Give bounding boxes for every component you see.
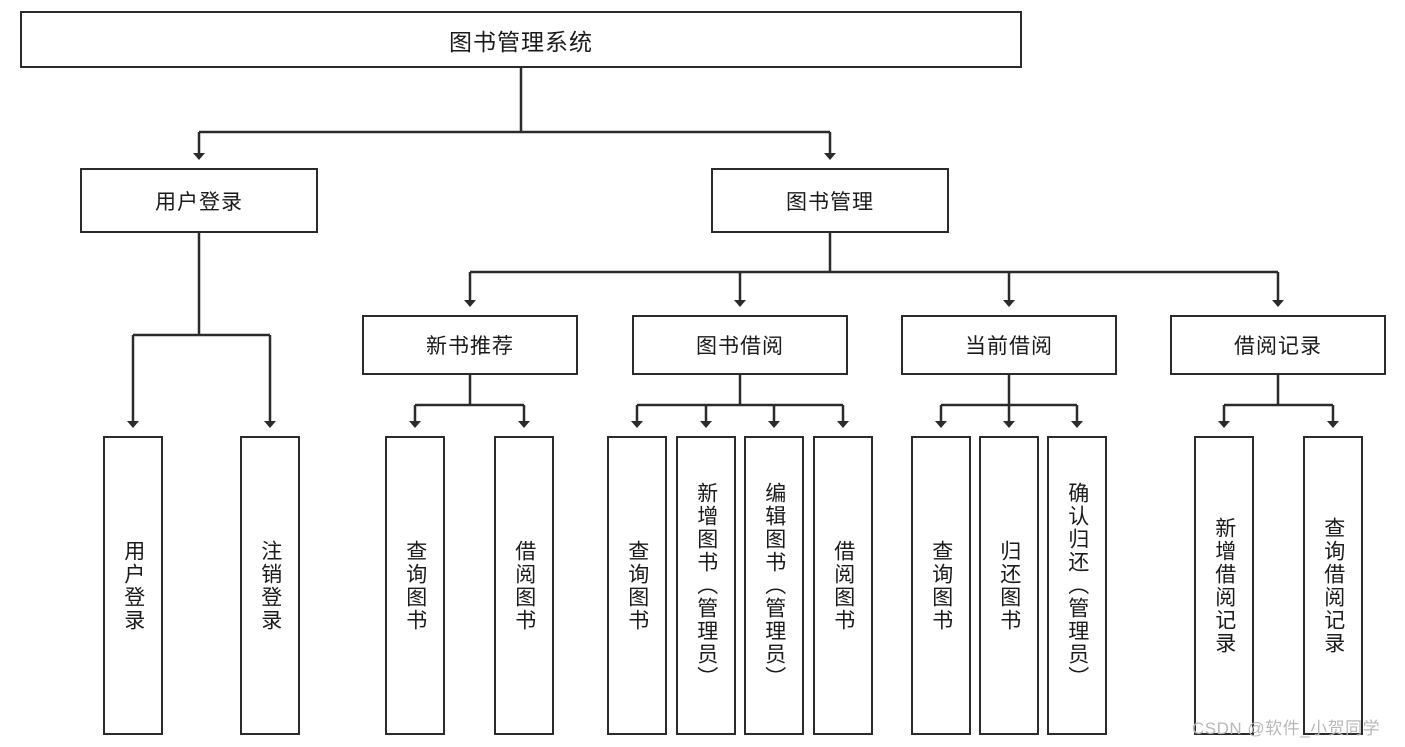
node-label: 图书借阅 xyxy=(696,335,784,358)
node-new-book-recommend[interactable]: 新书推荐 xyxy=(362,315,578,375)
leaf-bb-query-book[interactable]: 查询图书 xyxy=(607,436,667,735)
leaf-bb-borrow-book[interactable]: 借阅图书 xyxy=(813,436,873,735)
node-book-borrow[interactable]: 图书借阅 xyxy=(632,315,848,375)
node-borrow-record[interactable]: 借阅记录 xyxy=(1170,315,1386,375)
node-label: 查询借阅记录 xyxy=(1321,516,1345,655)
node-label: 确认归还（管理员） xyxy=(1065,482,1089,689)
leaf-br-query-record[interactable]: 查询借阅记录 xyxy=(1303,436,1363,735)
leaf-nb-query-book[interactable]: 查询图书 xyxy=(385,436,445,735)
leaf-bb-edit-book-admin[interactable]: 编辑图书（管理员） xyxy=(744,436,804,735)
node-label: 查询图书 xyxy=(929,539,953,632)
node-label: 新增借阅记录 xyxy=(1212,516,1236,655)
node-root-system[interactable]: 图书管理系统 xyxy=(20,11,1022,68)
node-label: 归还图书 xyxy=(997,539,1021,632)
node-label: 图书管理 xyxy=(786,190,874,214)
node-label: 用户登录 xyxy=(121,539,145,632)
leaf-cb-return-book[interactable]: 归还图书 xyxy=(979,436,1039,735)
node-label: 新增图书（管理员） xyxy=(694,482,718,689)
leaf-bb-add-book-admin[interactable]: 新增图书（管理员） xyxy=(676,436,736,735)
csdn-watermark: CSDN @软件_小贺同学 xyxy=(1192,719,1381,738)
node-label: 编辑图书（管理员） xyxy=(762,482,786,689)
leaf-cb-confirm-return-admin[interactable]: 确认归还（管理员） xyxy=(1047,436,1107,735)
node-label: 用户登录 xyxy=(155,190,243,214)
leaf-nb-borrow-book[interactable]: 借阅图书 xyxy=(494,436,554,735)
node-label: 借阅记录 xyxy=(1234,335,1322,358)
leaf-logout[interactable]: 注销登录 xyxy=(240,436,300,735)
node-label: 查询图书 xyxy=(625,539,649,632)
node-user-login[interactable]: 用户登录 xyxy=(80,168,318,233)
node-label: 图书管理系统 xyxy=(449,28,593,55)
node-label: 借阅图书 xyxy=(512,539,536,632)
leaf-br-add-record[interactable]: 新增借阅记录 xyxy=(1194,436,1254,735)
node-label: 当前借阅 xyxy=(965,335,1053,358)
leaf-user-login[interactable]: 用户登录 xyxy=(103,436,163,735)
node-label: 借阅图书 xyxy=(831,539,855,632)
leaf-cb-query-book[interactable]: 查询图书 xyxy=(911,436,971,735)
node-label: 新书推荐 xyxy=(426,335,514,358)
node-book-management[interactable]: 图书管理 xyxy=(711,168,949,233)
node-label: 注销登录 xyxy=(258,539,282,632)
node-label: 查询图书 xyxy=(403,539,427,632)
node-current-borrow[interactable]: 当前借阅 xyxy=(901,315,1117,375)
